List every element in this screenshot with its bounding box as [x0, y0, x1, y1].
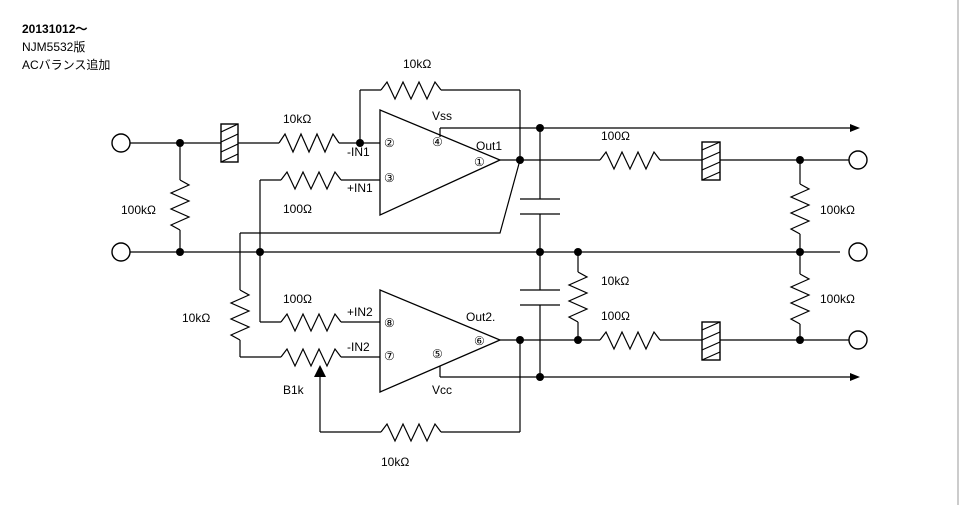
- resistor-out-1: [599, 150, 661, 171]
- pin-number-1: ①: [474, 155, 485, 169]
- ferrite-hatch: [701, 141, 721, 181]
- pin-number-5: ⑤: [432, 347, 443, 361]
- resistor-out-2-label: 100Ω: [601, 309, 630, 323]
- resistor-feedback-top: [380, 80, 442, 101]
- ferrite-bead-out1: [701, 141, 721, 181]
- pin-number-6: ⑥: [474, 334, 485, 348]
- junction-dot: [256, 248, 264, 256]
- pin-number-8: ⑧: [384, 316, 395, 330]
- pin-number-2: ②: [384, 136, 395, 150]
- junction-dot: [356, 139, 364, 147]
- pin-label-plus-in1: +IN1: [347, 181, 373, 195]
- resistor-mid-right: [567, 271, 589, 323]
- pin-label-plus-in2: +IN2: [347, 305, 373, 319]
- pot-wiper-arrow: [314, 365, 326, 377]
- resistor-mid-left: [229, 289, 251, 341]
- vcc-arrow: [850, 373, 860, 381]
- vss-arrow: [850, 124, 860, 132]
- resistor-load-bottom: [789, 273, 811, 325]
- pin-number-4: ④: [432, 135, 443, 149]
- resistor-load-bottom-label: 100kΩ: [820, 292, 855, 306]
- junction-dot: [574, 336, 582, 344]
- ferrite-hatch: [220, 123, 239, 163]
- out2-label: Out2.: [466, 310, 495, 324]
- resistor-in-plus-1-label: 100Ω: [283, 202, 312, 216]
- out1-label: Out1: [476, 139, 502, 153]
- junction-dot: [536, 373, 544, 381]
- vcc-label: Vcc: [432, 383, 452, 397]
- output-terminal-ground[interactable]: [848, 242, 868, 262]
- resistor-out-1-label: 100Ω: [601, 129, 630, 143]
- revision-note: ACバランス追加: [22, 58, 111, 72]
- resistor-feedback-top-label: 10kΩ: [403, 57, 431, 71]
- wire-cross-feedback: [240, 159, 521, 234]
- resistor-bias-left-label: 100kΩ: [121, 203, 156, 217]
- junction-dot: [574, 248, 582, 256]
- resistor-input-1-label: 10kΩ: [283, 112, 311, 126]
- input-terminal-hot[interactable]: [111, 133, 131, 153]
- output-terminal-hot[interactable]: [848, 150, 868, 170]
- resistor-load-top-label: 100kΩ: [820, 203, 855, 217]
- resistor-load-top: [789, 183, 811, 235]
- ferrite-hatch: [701, 321, 721, 361]
- resistor-mid-left-label: 10kΩ: [182, 311, 210, 325]
- junction-dot: [516, 156, 524, 164]
- junction-dot: [176, 139, 184, 147]
- potentiometer-b1k[interactable]: [280, 347, 342, 368]
- input-terminal-ground[interactable]: [111, 242, 131, 262]
- junction-dot: [536, 124, 544, 132]
- resistor-in-plus-1: [280, 170, 342, 191]
- ferrite-bead-out2: [701, 321, 721, 361]
- junction-dot: [796, 248, 804, 256]
- junction-dot: [796, 156, 804, 164]
- junction-dot: [796, 336, 804, 344]
- resistor-mid-right-label: 10kΩ: [601, 274, 629, 288]
- date-label: 20131012～: [22, 22, 88, 36]
- junction-dot: [176, 248, 184, 256]
- ferrite-bead-input: [220, 123, 239, 163]
- junction-dot: [516, 336, 524, 344]
- resistor-in-plus-2-label: 100Ω: [283, 292, 312, 306]
- resistor-out-2: [599, 330, 661, 351]
- junction-dot: [536, 248, 544, 256]
- version-label: NJM5532版: [22, 40, 86, 54]
- pin-number-3: ③: [384, 171, 395, 185]
- output-terminal-cold[interactable]: [848, 330, 868, 350]
- resistor-feedback-bottom-label: 10kΩ: [381, 455, 409, 469]
- resistor-bias-left: [169, 179, 191, 231]
- pot-label: B1k: [283, 383, 305, 397]
- resistor-in-plus-2: [280, 312, 342, 333]
- vss-label: Vss: [432, 109, 452, 123]
- resistor-feedback-bottom: [380, 422, 442, 443]
- resistor-input-1: [278, 132, 340, 154]
- pin-label-minus-in1: -IN1: [347, 145, 370, 159]
- pin-number-7: ⑦: [384, 349, 395, 363]
- pin-label-minus-in2: -IN2: [347, 340, 370, 354]
